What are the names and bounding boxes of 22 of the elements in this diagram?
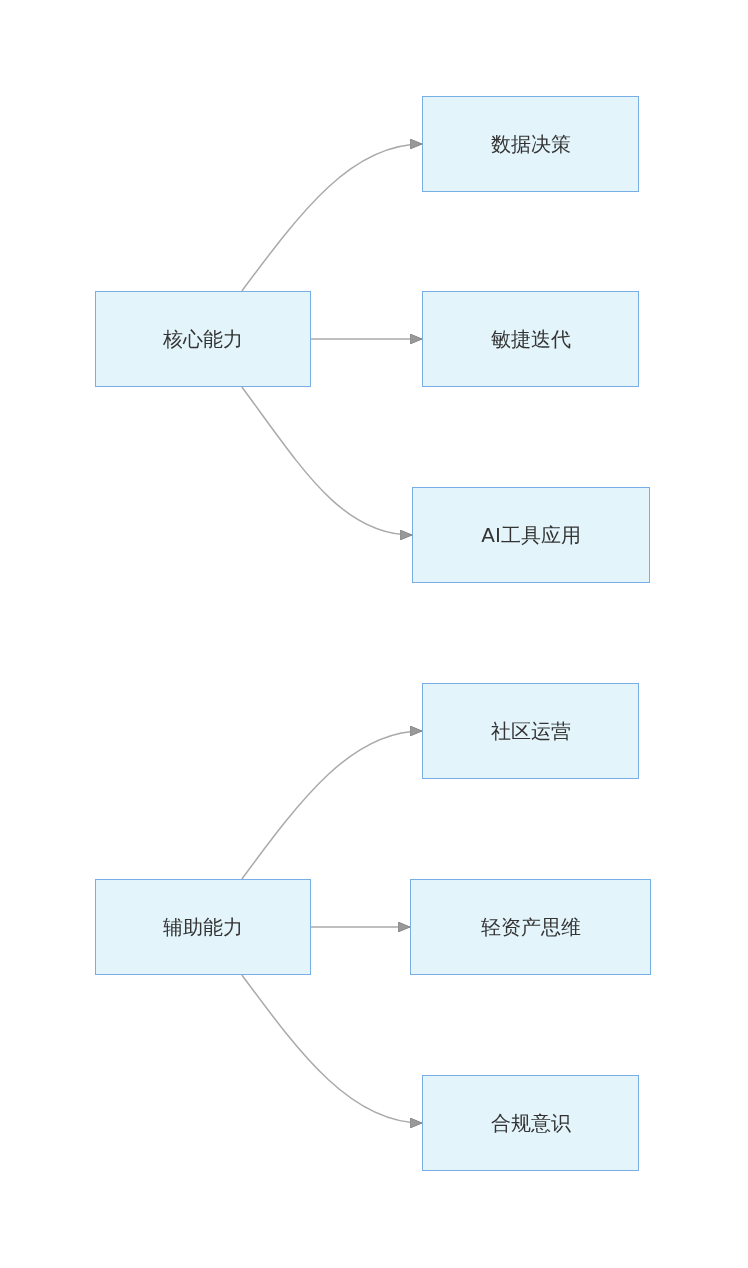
node-label: 轻资产思维 [480,914,581,941]
process-box [422,96,639,192]
process-box [422,683,639,779]
process-box [412,487,650,583]
arrow [310,333,423,345]
node-label: 敏捷迭代 [490,326,571,353]
node-label: 数据决策 [490,131,571,158]
process-box [95,879,311,975]
node-label: 社区运营 [490,718,571,745]
arrow [241,386,413,540]
process-box [422,1075,639,1171]
node-label: 合规意识 [490,1110,571,1137]
arrow [241,974,423,1128]
arrow [241,139,423,292]
node-label: 辅助能力 [163,914,243,941]
process-box [95,291,311,387]
node-label: 核心能力 [163,326,243,353]
process-box [410,879,651,975]
process-box [422,291,639,387]
arrow [310,921,411,933]
arrow [241,726,423,880]
node-label: AI工具应用 [481,522,581,549]
